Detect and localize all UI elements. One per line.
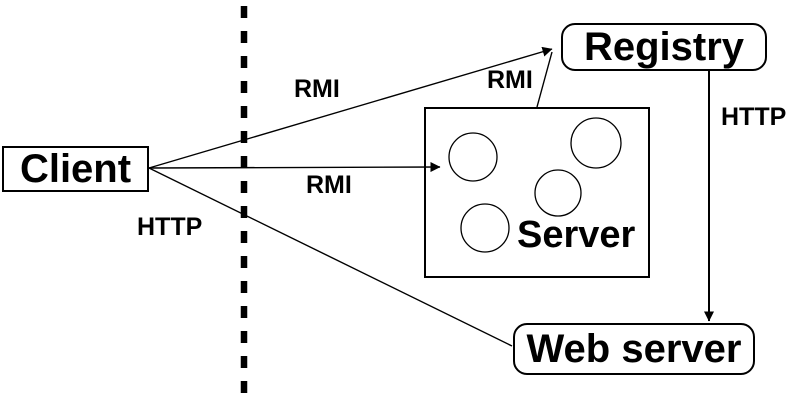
web-server-node: Web server <box>513 323 755 375</box>
edge-label-rmi-client-registry: RMI <box>294 75 340 103</box>
server-node-label: Server <box>517 214 636 256</box>
edge-label-rmi-server-registry: RMI <box>487 66 533 94</box>
edge-label-http-client-webserver: HTTP <box>137 213 203 241</box>
edge-server-registry <box>536 51 553 108</box>
edge-label-rmi-client-server: RMI <box>306 171 352 199</box>
client-node: Client <box>2 146 149 192</box>
edge-client-server <box>148 162 441 173</box>
edge-label-http-registry-webserver: HTTP <box>721 103 787 131</box>
registry-node: Registry <box>561 23 767 71</box>
